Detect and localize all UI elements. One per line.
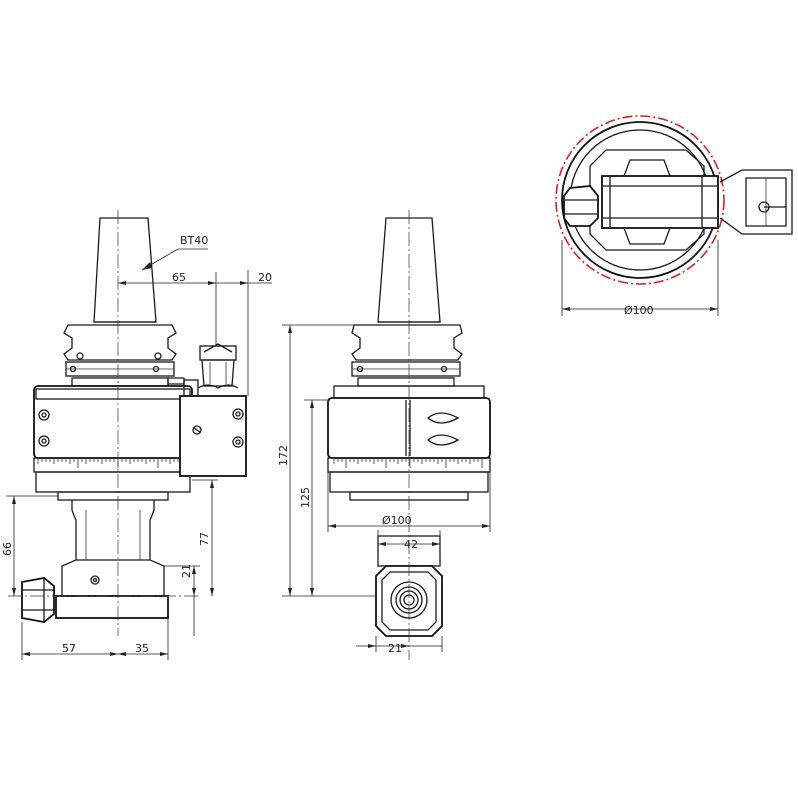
label-172: 172 (277, 445, 290, 466)
label-57: 57 (62, 642, 76, 655)
label-dia100-top: Ø100 (624, 304, 654, 317)
label-21-front: 21 (388, 642, 402, 655)
front-dimensions: 172 125 Ø100 42 21 (277, 324, 491, 655)
label-35: 35 (135, 642, 149, 655)
label-20: 20 (258, 271, 272, 284)
scale-ticks-front (333, 458, 483, 468)
side-view (8, 210, 247, 636)
label-77: 77 (198, 532, 211, 546)
label-bt40: BT40 (180, 234, 208, 247)
label-125: 125 (299, 487, 312, 508)
top-view: Ø100 (555, 115, 793, 317)
front-view (327, 210, 491, 660)
label-66: 66 (1, 542, 14, 556)
label-dia100-front: Ø100 (382, 514, 412, 527)
label-42: 42 (404, 538, 418, 551)
label-21-side: 21 (180, 564, 193, 578)
scale-ticks-side (37, 458, 187, 468)
label-65: 65 (172, 271, 186, 284)
side-dimensions: BT40 65 20 77 21 66 (1, 234, 272, 660)
